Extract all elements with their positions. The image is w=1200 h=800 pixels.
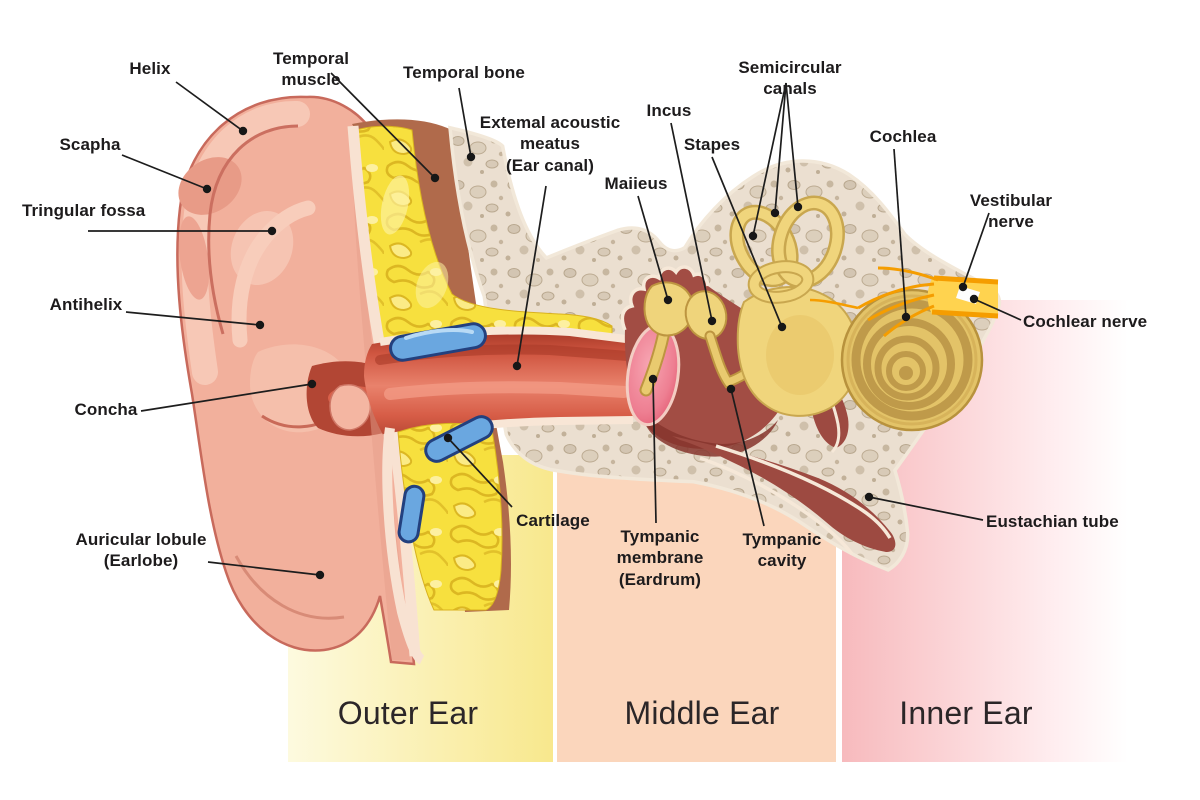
eustachian-lining-bottom (699, 456, 854, 556)
scapha-shade-lower (178, 216, 210, 300)
malleus-handle (641, 327, 669, 395)
leader-tympanic-membrane (652, 378, 657, 524)
section-label-outer-ear: Outer Ear (337, 695, 479, 731)
dot-incus (707, 316, 717, 326)
leader-stapes (711, 156, 783, 328)
dot-malleus (663, 295, 673, 305)
label-antihelix: Antihelix (49, 295, 123, 314)
dot-semicircular-2 (770, 208, 780, 218)
leader-temporal-bone (458, 87, 472, 158)
label-triangular-fossa: Tringular fossa (22, 201, 146, 220)
leader-concha (140, 383, 313, 412)
label-tympanic-membrane: Tympanic membrane (Eardrum) (616, 527, 704, 589)
label-temporal-bone: Temporal bone (403, 63, 525, 82)
label-helix: Helix (129, 59, 171, 78)
label-incus: Incus (646, 101, 692, 120)
dot-eustachian-tube (864, 492, 874, 502)
muscle-sheen-2 (415, 261, 449, 309)
muscle-sheen-1 (380, 175, 410, 235)
leader-tympanic-cavity (730, 388, 765, 527)
scapha-shade (178, 157, 242, 215)
label-cochlear-nerve: Cochlear nerve (1023, 312, 1148, 331)
label-stapes: Stapes (683, 135, 741, 154)
leader-ear-canal (516, 185, 547, 367)
section-label-inner-ear: Inner Ear (899, 695, 1033, 731)
label-vestibular-nerve: Vestibular nerve (969, 191, 1053, 232)
leader-cochlear-nerve (973, 298, 1022, 321)
dot-cochlea (901, 312, 911, 322)
lower-muscle-block (382, 423, 503, 665)
cartilage-highlight (404, 328, 474, 340)
label-ear-canal: Extemal acoustic meatus (Ear canal) (479, 113, 621, 175)
label-concha: Concha (74, 400, 138, 419)
label-eustachian-tube: Eustachian tube (986, 512, 1119, 531)
label-tympanic-cavity: Tympanic cavity (742, 530, 822, 571)
canal-highlight (384, 381, 630, 400)
dot-stapes (777, 322, 787, 332)
label-auricular-lobule: Auricular lobule (Earlobe) (75, 530, 207, 571)
label-cochlea: Cochlea (869, 127, 937, 146)
vestibular-system (729, 195, 860, 417)
eustachian-lining-top (715, 444, 892, 539)
helix-fold-line (207, 124, 299, 335)
nerve-filaments (809, 266, 939, 338)
leader-semicircular-3 (785, 82, 799, 208)
dot-cochlear-nerve (969, 294, 979, 304)
dot-semicircular-3 (793, 202, 803, 212)
cavity-scallop-lining (620, 265, 710, 331)
dot-temporal-muscle (430, 173, 440, 183)
leader-auricular-lobule (207, 561, 321, 576)
cartilage-piece-2 (424, 415, 494, 463)
pinna (176, 95, 416, 666)
leader-lines (88, 72, 1022, 576)
malleus-head (643, 281, 695, 337)
lower-lining (382, 427, 425, 665)
leader-vestibular-nerve (962, 212, 990, 288)
label-scapha: Scapha (59, 135, 121, 154)
dot-auricular-lobule (315, 570, 325, 580)
cartilage-pieces (389, 322, 494, 544)
semicircular-canal-rings (729, 195, 845, 304)
dot-temporal-bone (466, 152, 476, 162)
lobe-crease (234, 555, 345, 620)
dot-cartilage (443, 433, 453, 443)
leader-eustachian-tube (868, 496, 984, 521)
vestibule-shade (766, 315, 834, 395)
dot-tympanic-cavity (726, 384, 736, 394)
dot-helix (238, 126, 248, 136)
eustachian-tube-shape (672, 436, 896, 552)
leader-antihelix (125, 311, 261, 326)
antihelix-ridge (231, 200, 316, 348)
section-label-middle-ear: Middle Ear (624, 695, 780, 731)
dot-triangular-fossa (267, 226, 277, 236)
dot-ear-canal (512, 361, 522, 371)
leader-dots (202, 126, 979, 580)
label-cartilage: Cartilage (516, 511, 590, 530)
dot-vestibular-nerve (958, 282, 968, 292)
label-malleus: Maiieus (604, 174, 668, 193)
leader-incus (670, 122, 713, 322)
leader-scapha (121, 154, 208, 190)
leader-temporal-muscle (330, 72, 436, 179)
dot-scapha (202, 184, 212, 194)
nerve-border-bottom (931, 309, 999, 319)
dot-semicircular-1 (748, 231, 758, 241)
leader-malleus (637, 195, 669, 301)
tragus (329, 384, 372, 431)
dot-concha (307, 379, 317, 389)
label-semicircular-canals: Semicircular canals (738, 58, 842, 99)
scalp-shadow (352, 132, 410, 660)
cochlea-spiral (840, 288, 984, 432)
leader-cochlea (893, 148, 907, 318)
leader-cartilage (447, 437, 513, 508)
label-temporal-muscle: Temporal muscle (272, 49, 350, 90)
leader-semicircular-2 (774, 82, 787, 214)
dot-antihelix (255, 320, 265, 330)
dot-tympanic-membrane (648, 374, 658, 384)
cartilage-piece-3 (397, 484, 426, 544)
leader-helix (175, 81, 244, 132)
leader-semicircular-1 (752, 82, 787, 237)
